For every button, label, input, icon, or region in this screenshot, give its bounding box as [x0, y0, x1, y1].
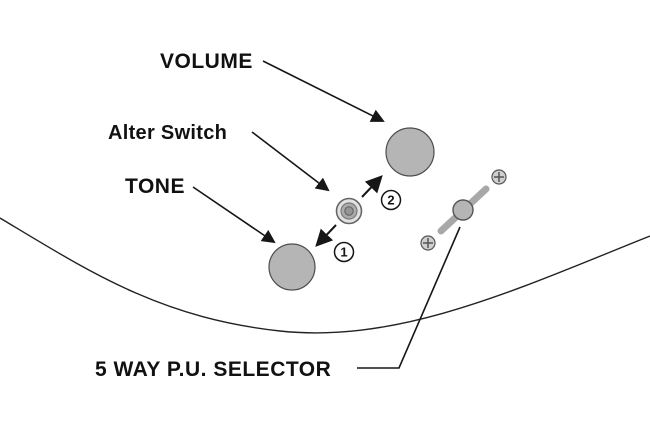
tone-knob: [268, 243, 316, 291]
volume-label: VOLUME: [160, 50, 253, 73]
badge-2-number: 2: [387, 193, 394, 208]
volume-knob: [385, 127, 435, 177]
alter-switch-center: [344, 206, 354, 216]
selector-leader-line: [357, 226, 461, 369]
selector-screw-top-icon: [491, 169, 507, 185]
badge-1-circle: [333, 241, 355, 263]
direction-arrow-down-icon: [315, 224, 337, 247]
selector-label: 5 WAY P.U. SELECTOR: [95, 358, 331, 381]
selector-screw-bottom-icon: [420, 235, 436, 251]
direction-badge-2: 2: [380, 189, 402, 211]
badge-2-circle: [380, 189, 402, 211]
tone-leader-line: [192, 186, 276, 244]
volume-leader-line: [262, 60, 385, 122]
alter-switch-knob: [335, 197, 363, 225]
guitar-body-outline: [0, 217, 650, 334]
selector-hub: [452, 199, 474, 221]
alter-switch-leader-line: [251, 131, 330, 192]
direction-arrow-up-icon: [361, 175, 383, 198]
pickup-selector: [420, 169, 507, 251]
direction-badge-1: 1: [333, 241, 355, 263]
badge-1-number: 1: [340, 245, 347, 260]
alter-switch-label: Alter Switch: [108, 122, 227, 144]
tone-label: TONE: [125, 175, 185, 198]
